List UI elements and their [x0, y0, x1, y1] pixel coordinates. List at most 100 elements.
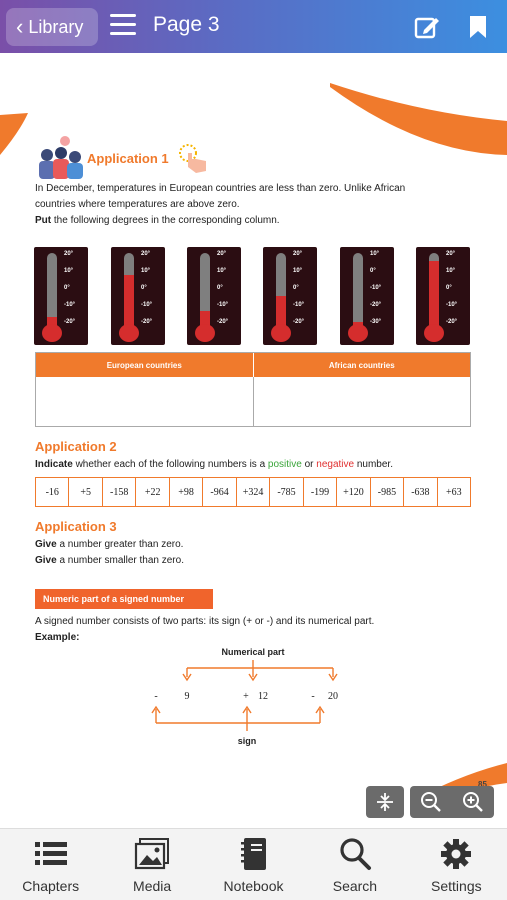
- thermometer-tick-label: -10°: [370, 285, 382, 291]
- thermometer-tick-label: -20°: [446, 319, 458, 325]
- application-1-title: Application 1: [87, 151, 169, 166]
- thermometer-tick-label: 20°: [64, 251, 74, 257]
- example-label: Example:: [35, 632, 80, 643]
- zoom-in-icon: [463, 792, 483, 812]
- thermometer-bulb: [195, 324, 215, 342]
- fit-height-icon: [377, 793, 393, 811]
- instruction-bold: Put: [35, 215, 52, 226]
- thermometer-tick-label: 10°: [64, 268, 74, 274]
- intro-line-2: countries where temperatures are above z…: [35, 199, 240, 210]
- thermometer-mercury: [276, 296, 286, 331]
- thermometer-tick-label: -20°: [217, 319, 229, 325]
- bookmark-icon[interactable]: [469, 15, 487, 39]
- top-bar: ‹ Library Page 3: [0, 0, 507, 53]
- hamburger-menu-icon[interactable]: [110, 14, 136, 36]
- thermometer-tube: [276, 253, 286, 331]
- number-cell: -199: [302, 478, 336, 506]
- continents-table-header: European countries African countries: [36, 353, 470, 377]
- thermometer-tick-label: 0°: [64, 285, 70, 291]
- nav-chapters-label: Chapters: [22, 878, 80, 894]
- nav-search[interactable]: Search: [304, 829, 405, 900]
- gear-icon: [441, 839, 472, 869]
- continents-table: European countries African countries: [35, 352, 471, 427]
- african-countries-header: African countries: [252, 353, 471, 377]
- image-icon: [135, 838, 170, 870]
- book-page[interactable]: 85 Application 1 In December, temperatur…: [0, 53, 507, 828]
- european-countries-cell[interactable]: [36, 377, 253, 426]
- nav-media-label: Media: [133, 878, 172, 894]
- number-cell: +22: [135, 478, 168, 506]
- page-number: 85: [478, 780, 487, 789]
- thermometer-bulb: [424, 324, 444, 342]
- back-button-label: Library: [28, 16, 84, 37]
- number-cell: +120: [336, 478, 369, 506]
- fit-page-button[interactable]: [366, 786, 404, 818]
- example-1-sign: -: [154, 691, 157, 702]
- thermometer-bulb: [42, 324, 62, 342]
- number-cell: +98: [168, 478, 202, 506]
- thermometer-tick-label: -10°: [64, 302, 76, 308]
- thermometer-tick-label: 0°: [370, 268, 376, 274]
- thermometer-row: 20°10°0°-10°-20° 20°10°0°-10°-20° 20°10°…: [34, 247, 474, 345]
- application-3-line-1: Give a number greater than zero.: [35, 537, 475, 553]
- number-cell: +324: [235, 478, 269, 506]
- thermometer: 20°10°0°-10°-20°: [34, 247, 88, 345]
- thermometer: 10°0°-10°-20°-30°: [340, 247, 394, 345]
- nav-media[interactable]: Media: [101, 829, 202, 900]
- european-countries-header: European countries: [106, 360, 182, 370]
- thermometer-tick-label: 20°: [217, 251, 227, 257]
- nav-notebook[interactable]: Notebook: [203, 829, 304, 900]
- nav-settings[interactable]: Settings: [406, 829, 507, 900]
- indicate-bold: Indicate: [35, 459, 73, 470]
- line-1-rest: a number greater than zero.: [56, 539, 184, 550]
- zoom-in-button[interactable]: [452, 786, 494, 818]
- thermometer-bulb: [119, 324, 139, 342]
- edit-note-icon[interactable]: [414, 14, 440, 40]
- thermometer-tube: [353, 253, 363, 331]
- african-countries-cell[interactable]: [252, 377, 471, 426]
- thermometer-tick-label: 10°: [217, 268, 227, 274]
- number-cell: +63: [436, 478, 470, 506]
- thermometer-tick-label: 0°: [293, 285, 299, 291]
- numbers-row: -16+5-158+22+98-964+324-785-199+120-985-…: [35, 477, 471, 507]
- application-3-line-2: Give a number smaller than zero.: [35, 553, 475, 569]
- description-line: A signed number consists of two parts: i…: [35, 616, 375, 627]
- number-cell: -16: [45, 486, 59, 498]
- number-cell: -158: [101, 478, 135, 506]
- instruction-mid: whether each of the following numbers is…: [72, 459, 268, 470]
- example-3-sign: -: [311, 691, 314, 702]
- page-title: Page 3: [153, 13, 220, 36]
- library-back-button[interactable]: ‹ Library: [6, 8, 98, 46]
- give-bold: Give: [35, 539, 57, 550]
- example-1-value: 9: [185, 691, 190, 702]
- nav-settings-label: Settings: [431, 878, 482, 894]
- page-decoration-top: [0, 83, 507, 155]
- thermometer-tick-label: -20°: [141, 319, 153, 325]
- application-1-intro: In December, temperatures in European co…: [35, 181, 475, 229]
- number-cell: -985: [369, 478, 403, 506]
- search-icon: [340, 838, 371, 870]
- thermometer: 20°10°0°-10°-20°: [111, 247, 165, 345]
- nav-chapters[interactable]: Chapters: [0, 829, 101, 900]
- number-cell: -638: [403, 478, 436, 506]
- thermometer-tick-label: 10°: [370, 251, 380, 257]
- signed-number-diagram: Numerical part - 9 + 12 - 20 sign: [151, 647, 338, 746]
- numeric-part-banner: Numeric part of a signed number: [35, 589, 213, 609]
- thermometer-tick-label: 10°: [141, 268, 151, 274]
- instruction-end: number.: [354, 459, 393, 470]
- signed-number-description: A signed number consists of two parts: i…: [35, 614, 475, 646]
- thermometer-tick-label: 20°: [293, 251, 303, 257]
- application-2-instruction: Indicate whether each of the following n…: [35, 457, 475, 473]
- thermometer-bulb: [348, 324, 368, 342]
- thermometer-tick-label: -20°: [293, 319, 305, 325]
- example-2-sign: +: [243, 691, 249, 702]
- thermometer-tick-label: 20°: [141, 251, 151, 257]
- thermometer: 20°10°0°-10°-20°: [187, 247, 241, 345]
- thermometer-tick-label: 20°: [446, 251, 456, 257]
- thermometer-tick-label: 0°: [217, 285, 223, 291]
- application-1-instruction: Put the following degrees in the corresp…: [35, 213, 475, 229]
- zoom-out-button[interactable]: [410, 786, 452, 818]
- thermometer-tube: [200, 253, 210, 331]
- positive-word: positive: [267, 459, 302, 470]
- thermometer: 20°10°0°-10°-20°: [416, 247, 470, 345]
